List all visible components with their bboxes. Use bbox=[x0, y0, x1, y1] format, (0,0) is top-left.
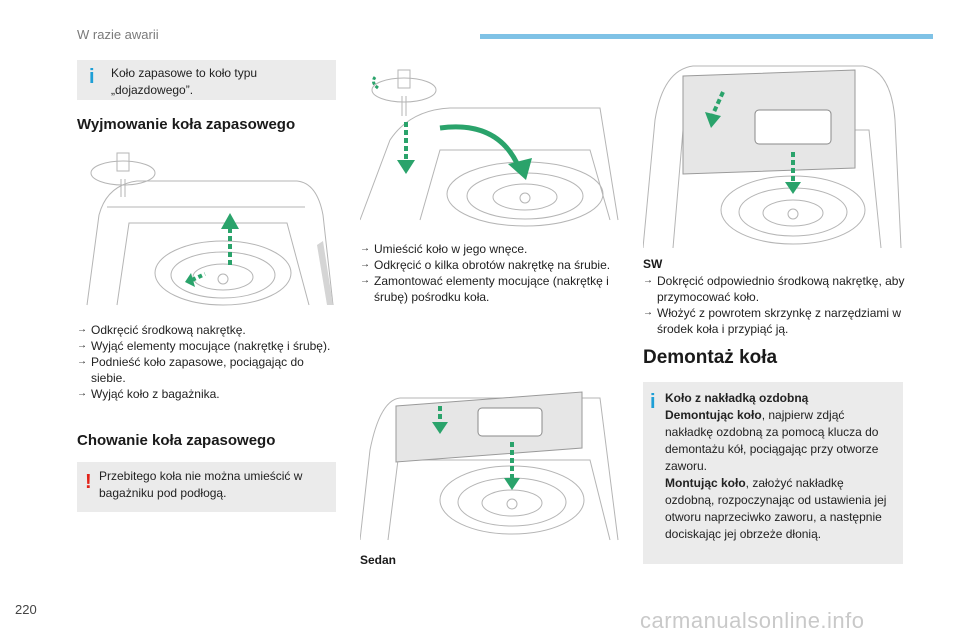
chapter-accent-bar bbox=[480, 34, 933, 39]
list-item: Podnieść koło zapasowe, pociągając do si… bbox=[77, 354, 336, 386]
remove-spare-steps: Odkręcić środkową nakrętkę. Wyjąć elemen… bbox=[77, 322, 336, 402]
sw-steps: Dokręcić odpowiednio środkową nakrętkę, … bbox=[643, 273, 905, 337]
sw-trunk-diagram bbox=[643, 65, 902, 249]
sedan-trunk-diagram bbox=[360, 391, 619, 541]
hubcap-mount-bold: Montując koło bbox=[665, 476, 746, 490]
hubcap-remove-text: , najpierw zdjąć nakładkę ozdobną za pom… bbox=[665, 408, 879, 473]
hubcap-note: i Koło z nakładką ozdobną Demontując koł… bbox=[643, 382, 903, 564]
list-item: Zamontować elementy mocujące (nakrętkę i… bbox=[360, 273, 622, 305]
watermark: carmanualsonline.info bbox=[640, 608, 865, 633]
list-item: Wyjąć koło z bagażnika. bbox=[77, 386, 336, 402]
list-item: Odkręcić środkową nakrętkę. bbox=[77, 322, 336, 338]
info-icon: i bbox=[650, 391, 656, 413]
hubcap-mount-text: , założyć nakładkę ozdobną, rozpoczynają… bbox=[665, 476, 887, 541]
list-item: Umieścić koło w jego wnęce. bbox=[360, 241, 622, 257]
trunk-place-wheel-diagram bbox=[360, 69, 619, 227]
sedan-label: Sedan bbox=[360, 553, 397, 567]
warning-icon: ! bbox=[85, 471, 92, 493]
place-wheel-steps: Umieścić koło w jego wnęce. Odkręcić o k… bbox=[360, 241, 622, 305]
sw-label: SW bbox=[643, 257, 663, 271]
hubcap-remove-paragraph: Demontując koło, najpierw zdjąć nakładkę… bbox=[665, 407, 895, 475]
hubcap-remove-bold: Demontując koło bbox=[665, 408, 762, 422]
illustration-sw bbox=[643, 60, 903, 250]
stow-spare-title: Chowanie koła zapasowego bbox=[77, 432, 276, 449]
trunk-spare-wheel-diagram bbox=[86, 152, 334, 306]
dismount-wheel-title: Demontaż koła bbox=[643, 347, 778, 368]
stow-warning-text: Przebitego koła nie można umieścić w bag… bbox=[99, 469, 303, 500]
list-item: Włożyć z powrotem skrzynkę z narzędziami… bbox=[643, 305, 905, 337]
hubcap-note-title: Koło z nakładką ozdobną bbox=[665, 391, 809, 405]
page-number: 220 bbox=[15, 602, 37, 617]
spare-wheel-note: i Koło zapasowe to koło typu „dojazdoweg… bbox=[77, 60, 336, 100]
illustration-remove-spare bbox=[77, 145, 336, 310]
illustration-sedan bbox=[360, 370, 620, 545]
illustration-place-wheel bbox=[360, 60, 620, 230]
info-icon: i bbox=[89, 66, 95, 88]
chapter-title: W razie awarii bbox=[77, 27, 159, 42]
list-item: Wyjąć elementy mocujące (nakrętkę i śrub… bbox=[77, 338, 336, 354]
spare-wheel-note-text: Koło zapasowe to koło typu „dojazdowego”… bbox=[111, 66, 258, 97]
remove-spare-title: Wyjmowanie koła zapasowego bbox=[77, 116, 296, 133]
list-item: Dokręcić odpowiednio środkową nakrętkę, … bbox=[643, 273, 905, 305]
hubcap-mount-paragraph: Montując koło, założyć nakładkę ozdobną,… bbox=[665, 475, 895, 543]
list-item: Odkręcić o kilka obrotów nakrętkę na śru… bbox=[360, 257, 622, 273]
stow-warning-note: ! Przebitego koła nie można umieścić w b… bbox=[77, 462, 336, 512]
